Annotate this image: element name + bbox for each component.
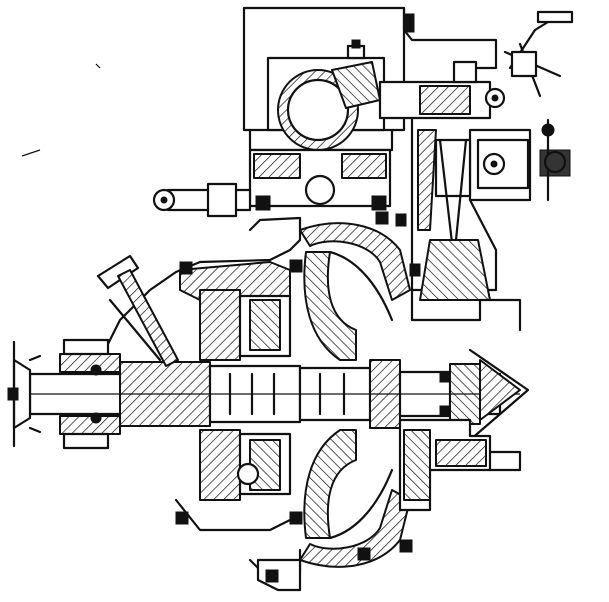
diagonal-lever (96, 254, 179, 367)
casing-bolts (175, 211, 421, 553)
vertical-column (410, 118, 532, 301)
side-link-arm (152, 182, 252, 218)
lower-right-casing (398, 418, 522, 512)
gear-set (199, 289, 292, 501)
upper-housing (242, 6, 498, 152)
nose-cone (439, 348, 530, 442)
main-shaft (28, 359, 520, 429)
impeller (303, 250, 394, 540)
valve-block (248, 148, 392, 211)
control-rod (378, 60, 506, 120)
input-coupling (7, 338, 121, 450)
sketch-marks (21, 63, 101, 157)
handwheel-assembly (503, 10, 574, 202)
